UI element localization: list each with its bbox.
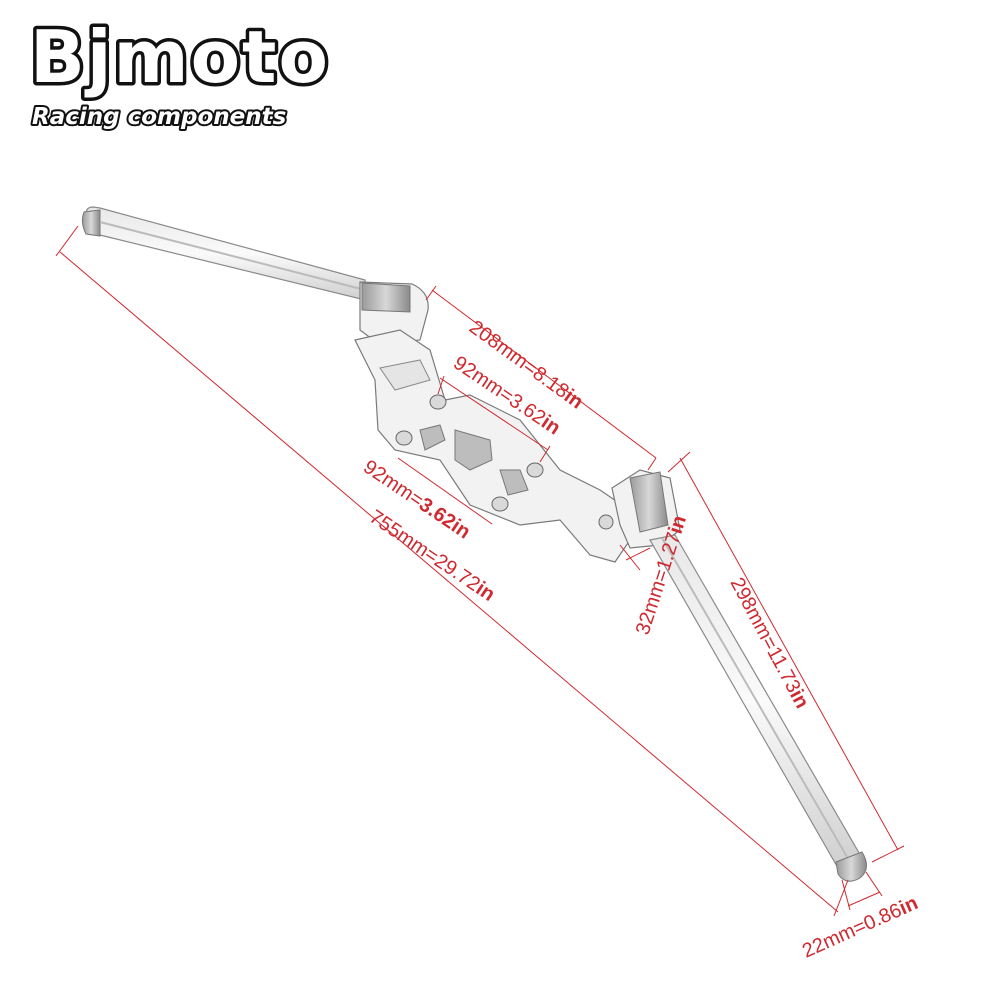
brand-tagline: Racing components [32,104,286,130]
dimension-lines [55,225,905,917]
mounting-plate [354,329,631,563]
right-handlebar [649,534,867,882]
brand-name: Bjmoto [30,15,330,99]
left-handlebar [81,206,366,301]
brand-logo: Bjmoto Racing components [27,12,332,133]
label-bar-diameter: 22mm=0.86in [799,892,921,963]
left-clamp [359,281,429,354]
